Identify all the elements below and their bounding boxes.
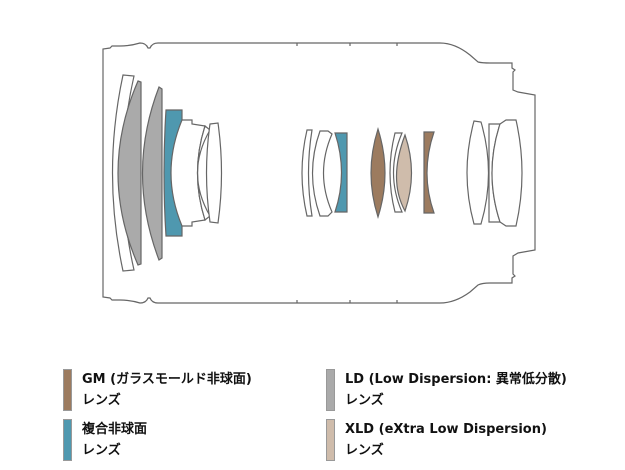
lens-element-xld-backing [389,132,403,213]
lens-element-gm-2 [423,131,435,214]
legend-label: レンズ [345,393,384,408]
xld-swatch [326,419,335,461]
legend-item-ld: LD (Low Dispersion: 異常低分散) レンズ [326,369,567,411]
lens-element-gm-1 [370,127,386,219]
legend-item-aspherical: 複合非球面レンズ [63,419,147,461]
legend-label: XLD (eXtra Low Dispersion) [345,422,547,437]
gm-swatch [63,369,72,411]
legend-label: レンズ [82,393,121,408]
legend-label: 複合非球面 [82,422,148,437]
lens-element-ld-2 [141,86,163,261]
lens-element-mid-white-1 [301,129,313,217]
legend-item-xld: XLD (eXtra Low Dispersion) レンズ [326,419,547,461]
lens-element-rear-white-2 [491,119,523,227]
lens-element-front-white-1 [170,119,206,227]
ld-swatch [326,369,335,411]
lens-element-mid-white-2 [311,130,333,217]
legend-label: レンズ [345,443,384,458]
lens-elements [111,74,523,272]
legend-label: レンズ [82,443,121,458]
lens-element-ld-1 [117,80,142,266]
legend-label: GM (ガラスモールド非球面) [82,372,252,387]
legend-label: LD (Low Dispersion: 異常低分散) [345,372,567,387]
lens-element-xld [396,133,413,213]
lens-element-aspherical-2 [334,132,348,213]
lens-construction-diagram [102,42,536,304]
legend-item-gm: GM (ガラスモールド非球面) レンズ [63,369,252,411]
lens-element-front-white-3 [205,122,223,224]
lens-element-rear-biconvex [466,120,490,225]
lens-barrel-outline [102,42,536,304]
aspherical-swatch [63,419,72,461]
